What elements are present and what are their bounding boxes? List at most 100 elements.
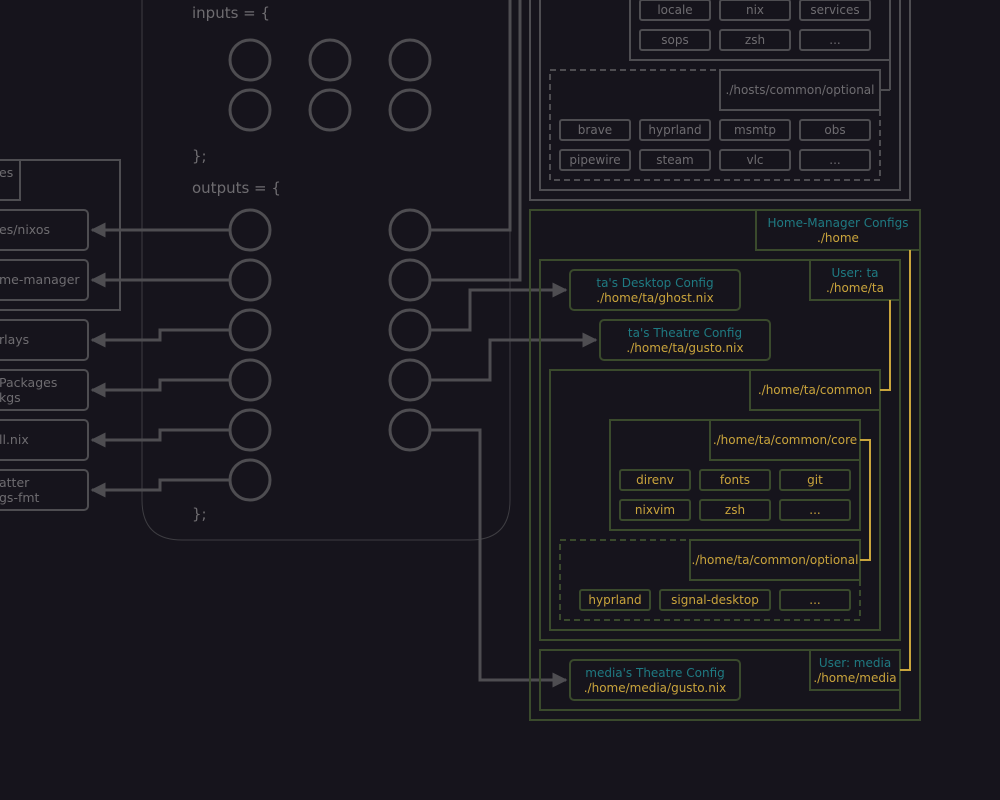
ta-core-item-box — [779, 499, 851, 521]
ta-optional-label: ./home/ta/common/optional — [692, 553, 859, 567]
output-label-nixos: es/nixos — [0, 222, 50, 237]
output-node-shell — [228, 408, 272, 452]
ta-core-item-box — [699, 469, 771, 491]
connectors — [90, 0, 598, 688]
input-node — [228, 88, 272, 132]
inputs-close-label: }; — [192, 147, 207, 165]
output-box-nixos — [0, 209, 89, 251]
hosts-core-item-zsh: zsh — [745, 33, 765, 47]
connector-hosts — [430, 0, 512, 232]
user-ta-title: User: ta — [831, 266, 878, 280]
connector-packages — [90, 378, 230, 398]
output-box-home-manager — [0, 259, 89, 301]
output-label-formatter: atter — [0, 475, 30, 490]
home-outer-box — [529, 209, 921, 721]
input-node — [308, 88, 352, 132]
left-group-header — [0, 159, 21, 201]
hosts-core-item-nix: nix — [746, 3, 764, 17]
home-to-ta-link — [900, 250, 911, 671]
ta-core-item-box — [699, 499, 771, 521]
user-media-path: ./home/media — [813, 671, 896, 685]
hosts-section — [529, 0, 911, 201]
hosts-core-item-services: services — [810, 3, 859, 17]
output-box-packages — [0, 369, 89, 411]
hosts-optional-item-box — [559, 149, 631, 171]
ta-core-item-git: git — [807, 473, 823, 487]
hosts-core-item-box — [799, 29, 871, 51]
output-nodes — [228, 208, 432, 502]
gold-links — [860, 250, 911, 671]
hosts-optional-label: ./hosts/common/optional — [726, 83, 875, 97]
media-config-title: media's Theatre Config — [585, 666, 725, 680]
hosts-outer-box — [529, 0, 911, 201]
hosts-inner-box — [539, 0, 901, 191]
connector-gusto — [430, 332, 598, 382]
user-ta-label-box — [809, 259, 901, 301]
home-section — [529, 209, 921, 721]
left-group-label: es — [0, 165, 13, 180]
hosts-optional-item-box — [719, 149, 791, 171]
media-config-box — [569, 659, 741, 701]
hosts-optional-item-box — [559, 119, 631, 141]
connector-media — [430, 428, 568, 688]
hosts-optional-item-box — [639, 149, 711, 171]
ta-core-item-nixvim: nixvim — [635, 503, 675, 517]
ta-core-item-more: ... — [809, 503, 820, 517]
hosts-optional-item-vlc: vlc — [746, 153, 763, 167]
connector-formatter — [90, 478, 230, 498]
home-path: ./home — [817, 231, 859, 245]
ta-core-item-zsh: zsh — [725, 503, 745, 517]
left-outputs — [0, 159, 121, 511]
ta-core-item-box — [779, 469, 851, 491]
input-node — [388, 88, 432, 132]
gusto-config-title: ta's Theatre Config — [628, 326, 742, 340]
output-node-media — [388, 408, 432, 452]
user-ta-path: ./home/ta — [826, 281, 884, 295]
hosts-optional-item-obs: obs — [824, 123, 845, 137]
hosts-optional-item-box — [799, 149, 871, 171]
connector-ghost — [430, 282, 568, 332]
gusto-config-box — [599, 319, 771, 361]
input-node — [228, 38, 272, 82]
left-group-box — [0, 159, 121, 311]
hosts-optional-item-hyprland: hyprland — [648, 123, 701, 137]
hosts-core-item-box — [719, 29, 791, 51]
output-node-packages — [228, 358, 272, 402]
hosts-optional-item-steam: steam — [656, 153, 693, 167]
gusto-config-path: ./home/ta/gusto.nix — [626, 341, 743, 355]
home-title: Home-Manager Configs — [768, 216, 909, 230]
connector-home — [430, 0, 522, 282]
hosts-optional-item-box — [719, 119, 791, 141]
hosts-core-item-box — [639, 29, 711, 51]
hosts-core-item-locale: locale — [657, 3, 692, 17]
input-nodes — [228, 38, 432, 132]
output-node-ghost — [388, 308, 432, 352]
output-box-formatter — [0, 469, 89, 511]
ta-optional-item-box — [779, 589, 851, 611]
hosts-core-item-box — [719, 0, 791, 21]
hosts-core-item-sops: sops — [661, 33, 688, 47]
ta-core-item-fonts: fonts — [720, 473, 750, 487]
output-node-home — [388, 258, 432, 302]
connector-shell — [90, 428, 230, 448]
output-node-formatter — [228, 458, 272, 502]
hosts-optional-box — [549, 69, 881, 181]
home-title-box — [755, 209, 921, 251]
media-config-path: ./home/media/gusto.nix — [584, 681, 727, 695]
hosts-core-items — [639, 0, 871, 51]
output-node-gusto — [388, 358, 432, 402]
outputs-close-label: }; — [192, 505, 207, 523]
ghost-config-path: ./home/ta/ghost.nix — [596, 291, 713, 305]
input-node — [388, 38, 432, 82]
hosts-optional-item-box — [799, 119, 871, 141]
ta-to-common-link — [880, 300, 891, 391]
hosts-core-item-box — [799, 0, 871, 21]
flake-panel — [141, 0, 511, 541]
ta-common-box — [549, 369, 881, 631]
hosts-optional-item-pipewire: pipewire — [569, 153, 620, 167]
user-media-title: User: media — [819, 656, 891, 670]
output-label-pkgs: kgs — [0, 390, 21, 405]
common-to-core-link — [860, 439, 871, 561]
hosts-core-item-box — [639, 0, 711, 21]
